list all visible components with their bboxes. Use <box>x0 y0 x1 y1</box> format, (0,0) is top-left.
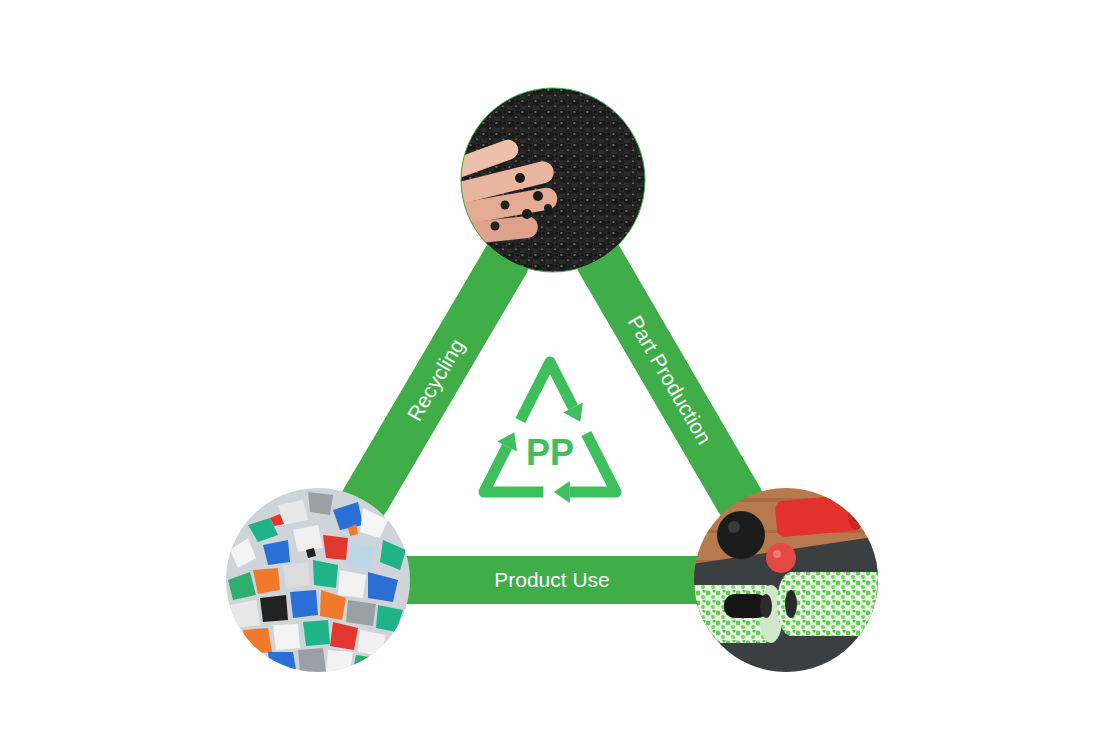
photo-rim <box>461 88 645 272</box>
rollers-photo-part-part <box>848 496 864 530</box>
recycling-arrowheads-part <box>563 403 583 422</box>
flakes-photo-part-part <box>313 560 338 588</box>
flakes-photo-part-part <box>348 542 376 570</box>
flakes-photo-part-part <box>346 600 376 626</box>
flakes-photo <box>226 488 410 672</box>
flakes-photo-part-part <box>308 492 333 515</box>
band-label: Product Use <box>494 568 610 591</box>
pellet-photo-part <box>522 209 532 219</box>
flakes-photo-part-part <box>380 540 406 570</box>
rollers-photo-part-part <box>717 511 765 559</box>
rollers-photo-part-part <box>775 494 860 537</box>
flakes-photo-part-part <box>230 538 256 568</box>
process-band: Recycling <box>344 247 527 513</box>
band-label: Recycling <box>402 335 468 425</box>
recycling-arrowheads-part <box>554 481 570 503</box>
flakes-photo-part-part <box>358 630 386 656</box>
recycling-arrowheads-part <box>497 432 517 451</box>
flakes-photo-part-part <box>330 622 358 650</box>
flakes-photo-part-part <box>260 595 288 622</box>
rollers-photo-part-part <box>773 550 781 558</box>
recycling-symbol-part <box>570 434 616 493</box>
flakes-photo-part-part <box>270 514 284 526</box>
flakes-photo-part-part <box>320 590 346 620</box>
flakes-photo-part-part <box>348 524 358 536</box>
pellet-photo-part <box>501 201 510 210</box>
flakes-photo-part-part <box>283 562 310 588</box>
flakes-photo-part-part <box>263 540 290 565</box>
rollers-photo-part-part <box>856 486 900 530</box>
rollers-photo-part-part <box>686 585 771 643</box>
rollers-photo-part-part <box>760 594 772 618</box>
flakes-photo-part-part <box>290 590 318 618</box>
rollers-photo-part-part <box>777 572 805 636</box>
pellet-photo <box>437 80 655 280</box>
rollers-photo-part-part <box>686 535 886 680</box>
pellet-photo-part <box>533 191 543 201</box>
flakes-photo-part-part <box>376 605 403 632</box>
process-band: Product Use <box>410 556 694 604</box>
flakes-photo-part-part <box>228 572 256 600</box>
rollers-photo-part-part <box>785 590 797 618</box>
flakes-photo-part <box>226 488 410 672</box>
flakes-photo-part-part <box>323 535 348 560</box>
flakes-photo-part-part <box>303 620 330 646</box>
pellet-photo-part <box>515 173 525 183</box>
recycling-arrowheads <box>497 403 583 504</box>
flakes-photo-part-part <box>368 572 398 602</box>
rollers-photo-part-part <box>852 505 860 521</box>
flakes-photo-part-part <box>273 624 300 650</box>
material-code: PP <box>526 435 574 471</box>
flakes-photo-part-part <box>298 648 326 672</box>
pellet-photo-part <box>544 204 552 212</box>
flakes-photo-part-part <box>360 508 388 538</box>
rollers-photo-part-part <box>728 521 740 533</box>
flakes-photo-part-part <box>306 548 316 558</box>
recycling-symbol <box>484 362 616 492</box>
band-label: Part Production <box>623 312 716 449</box>
flakes-photo-part <box>228 492 406 672</box>
flakes-photo-part-part <box>353 655 378 672</box>
flakes-photo-part-part <box>293 525 323 552</box>
flakes-photo-part-part <box>333 502 363 530</box>
flakes-photo-part-part <box>268 652 296 670</box>
pellet-photo-part <box>439 137 521 183</box>
pellet-photo-part <box>437 215 539 247</box>
flakes-photo-part-part <box>338 570 366 598</box>
flakes-photo-part-part <box>253 568 280 594</box>
flakes-photo-part-part <box>326 650 353 672</box>
rollers-photo-part-part <box>766 543 796 573</box>
pellet-photo-part <box>491 222 500 231</box>
process-band: Part Production <box>579 247 761 512</box>
flakes-photo-part-part <box>243 628 272 654</box>
flakes-photo-part-part <box>230 600 260 628</box>
